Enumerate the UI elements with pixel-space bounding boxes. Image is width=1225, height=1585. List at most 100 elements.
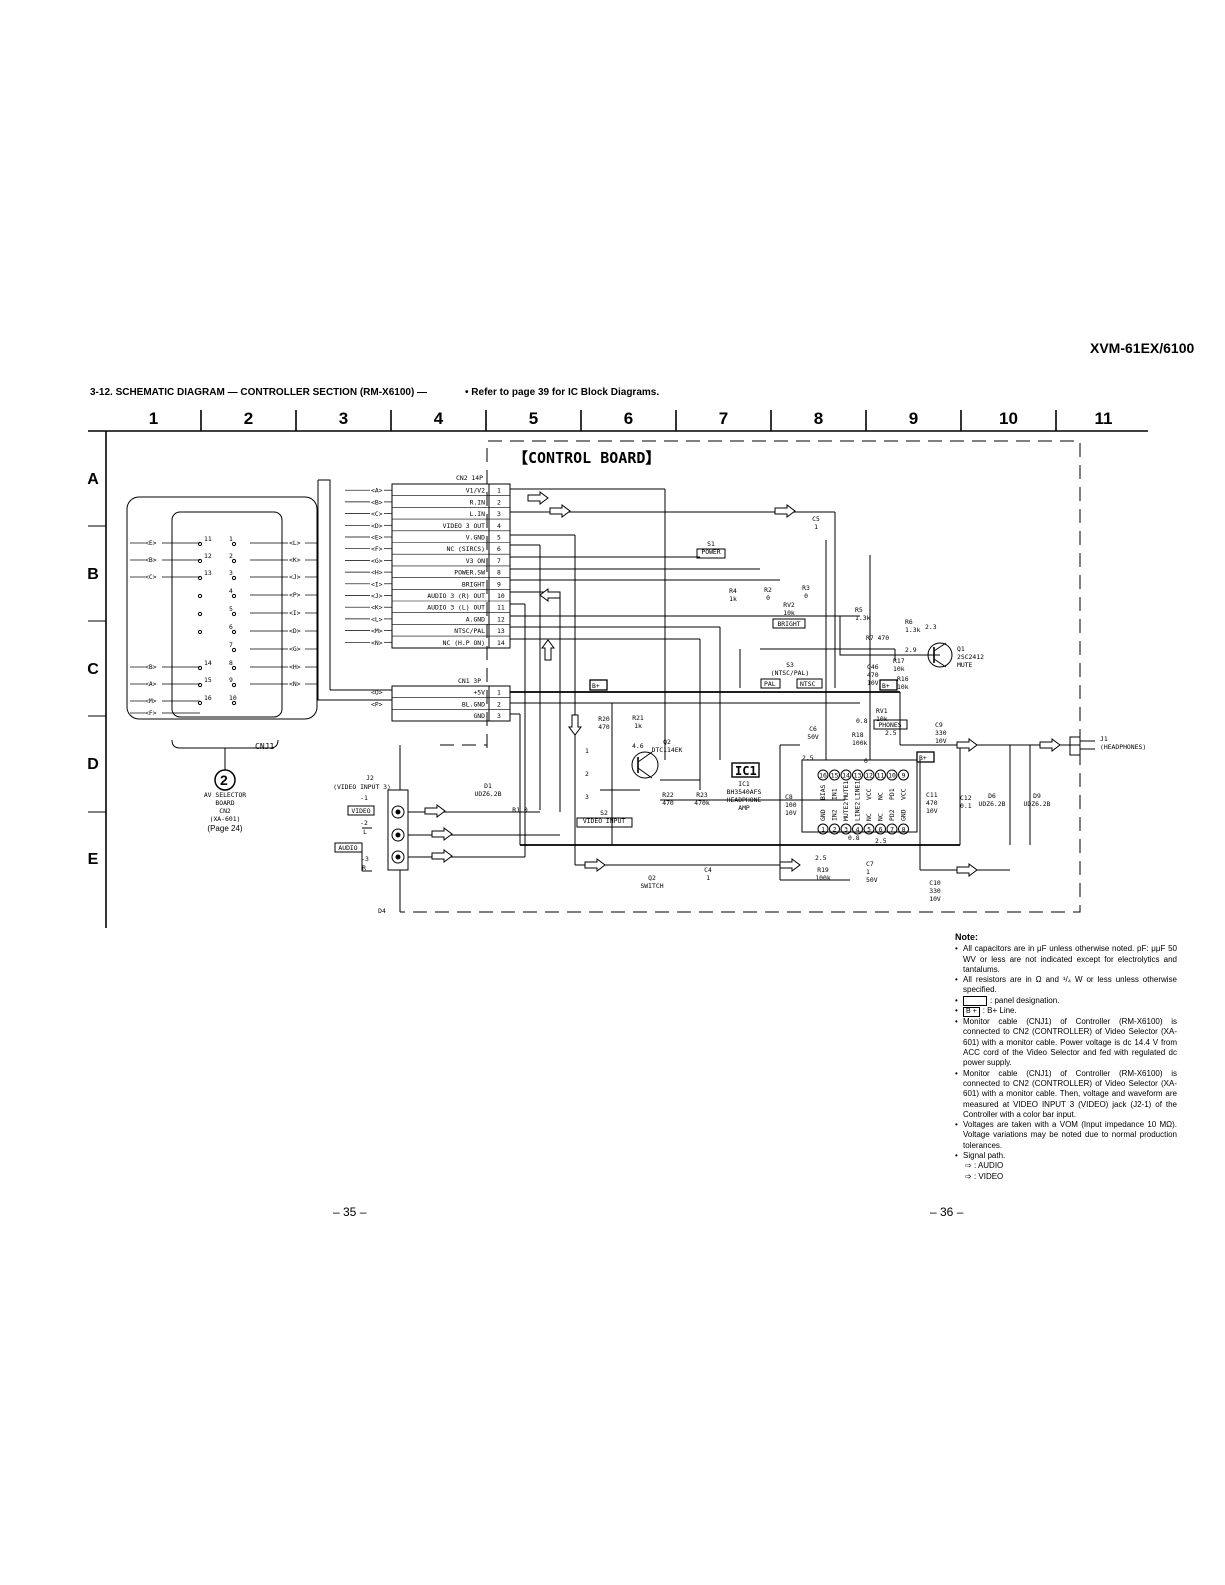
pal-panel-label: PAL — [764, 680, 776, 688]
c7-label: 50V — [866, 876, 878, 884]
grid-column-8: 8 — [814, 409, 823, 428]
cnj1-pin — [231, 682, 237, 688]
r5-label: 1.3k — [855, 614, 871, 622]
cnj1-left-letter: <M> — [145, 697, 157, 705]
cnj1-pin — [231, 575, 237, 581]
panel-designation-symbol — [963, 995, 987, 1006]
cn2-pin-letter: <J> — [371, 592, 383, 600]
rv2-label: 10k — [783, 609, 795, 617]
ntsc-panel-label: NTSC — [800, 680, 816, 688]
svg-text:IC1: IC1 — [735, 764, 757, 778]
ic1-pin — [898, 823, 909, 835]
grid-column-5: 5 — [529, 409, 538, 428]
r18-label: 100k — [852, 739, 868, 747]
voltage-2.5-c: 2.5 — [875, 837, 887, 845]
ic1-pin-num: 4 — [856, 826, 860, 834]
cnj1-pin-num: 5 — [229, 605, 233, 613]
ic1-pin — [817, 769, 829, 781]
voltage-2.5-b: 2.5 — [885, 729, 897, 737]
c9-label: 10V — [935, 737, 947, 745]
c10-label: 330 — [929, 887, 941, 895]
voltage-2.5-d: 2.5 — [815, 854, 827, 862]
cnj1-pin-num: 16 — [204, 694, 212, 702]
cn2-pin-letter: <F> — [371, 545, 383, 553]
cn2-pin-label: BRIGHT — [462, 580, 485, 588]
ic1-pin-name: PD1 — [888, 788, 896, 800]
cn2-pin-letter: <K> — [371, 604, 383, 612]
c12-label: C12 — [960, 794, 972, 802]
d4-label: D4 — [378, 907, 386, 915]
grid-column-11: 11 — [1095, 409, 1113, 428]
ic1-pin-name: NC — [877, 813, 885, 821]
cn1-title: CN1 3P — [458, 677, 481, 685]
ic1-pin-num: 9 — [902, 772, 906, 780]
ic1-label: HEADPHONE — [727, 796, 762, 804]
s3-label: S3 — [786, 661, 794, 669]
cn2-pin-letter: <M> — [371, 627, 383, 635]
r23-label: 470k — [694, 799, 710, 807]
ic1-pin-num: 16 — [819, 772, 827, 780]
cnj1-right-letter: <H> — [289, 663, 301, 671]
c8-label: 100 — [785, 801, 797, 809]
ic1-pin — [886, 769, 898, 781]
ic1-pin — [863, 823, 875, 835]
cnj1-pin-num: 3 — [229, 569, 233, 577]
cnj1-pin-num: 4 — [229, 587, 233, 595]
d9-label: D9 — [1033, 792, 1041, 800]
grid-row-E: E — [88, 851, 99, 868]
r20-label: 470 — [598, 723, 610, 731]
note-monitor-cable-measure: Monitor cable (CNJ1) of Controller (RM-X… — [955, 1069, 1177, 1120]
grid-row-D: D — [87, 756, 99, 773]
c11-label: 10V — [926, 807, 938, 815]
cn1-pin-letter: <P> — [371, 700, 383, 708]
rv2-label: RV2 — [783, 601, 795, 609]
q2-switch-label: SWITCH — [640, 882, 663, 890]
note-voltages: Voltages are taken with a VOM (Input imp… — [955, 1120, 1177, 1151]
r18-label: R18 — [852, 731, 864, 739]
cnj1-left-letter: <A> — [145, 680, 157, 688]
cn1-pin-label: +5V — [473, 689, 485, 697]
note-monitor-cable-power: Monitor cable (CNJ1) of Controller (RM-X… — [955, 1017, 1177, 1068]
cn2-pin-label: NC (H.P ON) — [443, 639, 485, 647]
cnj1-pin-num: 2 — [229, 552, 233, 560]
cn2-pin-label: NC (SIRCS) — [447, 545, 485, 553]
bright-panel-label: BRIGHT — [777, 620, 800, 628]
cn1-pin-num: 1 — [497, 689, 501, 697]
cn2-pin-num: 9 — [497, 580, 501, 588]
cn2-pin-letter: <G> — [371, 557, 383, 565]
cnj1-pin — [231, 593, 237, 599]
c5-label: 1 — [814, 523, 818, 531]
cn2-pin-label: VIDEO 3 OUT — [443, 522, 485, 530]
ic1-pin — [829, 769, 840, 781]
c4-label: C4 — [704, 866, 712, 874]
cnj1-pin-num: 12 — [204, 552, 212, 560]
bplus-label-3: B+ — [919, 754, 927, 762]
bplus-label-1: B+ — [592, 682, 600, 690]
cn2-pin-letter: <N> — [371, 639, 383, 647]
ic1-pin-num: 10 — [888, 772, 896, 780]
cnj1-pin — [231, 541, 237, 547]
ic1-pin-name: PD2 — [888, 809, 896, 821]
c9-label: C9 — [935, 721, 943, 729]
cn2-pin-label: AUDIO 3 (L) OUT — [427, 604, 485, 612]
voltage-2.5-a: 2.5 — [802, 754, 814, 762]
cnj1-pin — [231, 558, 237, 564]
r4-label: R4 — [729, 587, 737, 595]
q2-switch-label: Q2 — [648, 874, 656, 882]
signal-path-arrows — [424, 491, 1061, 877]
q1-label: 2SC2412 — [957, 653, 984, 661]
cnj1-right-letter: <G> — [289, 645, 301, 653]
voltage-2.3: 2.3 — [925, 623, 937, 631]
cnj1-right-letter: <P> — [289, 591, 301, 599]
grid-column-2: 2 — [244, 409, 253, 428]
ic1-pin-num: 6 — [879, 826, 883, 834]
audio-arrow-icon: ⇨ — [965, 1161, 974, 1171]
signal-audio: ⇨ : AUDIO — [965, 1161, 1004, 1171]
cn2-pin-letter: <L> — [371, 615, 383, 623]
grid-column-10: 10 — [999, 409, 1018, 428]
r17-label: R17 — [893, 657, 905, 665]
cnj1-pin — [197, 575, 203, 581]
cn2-pin-label: NTSC/PAL — [454, 627, 485, 635]
